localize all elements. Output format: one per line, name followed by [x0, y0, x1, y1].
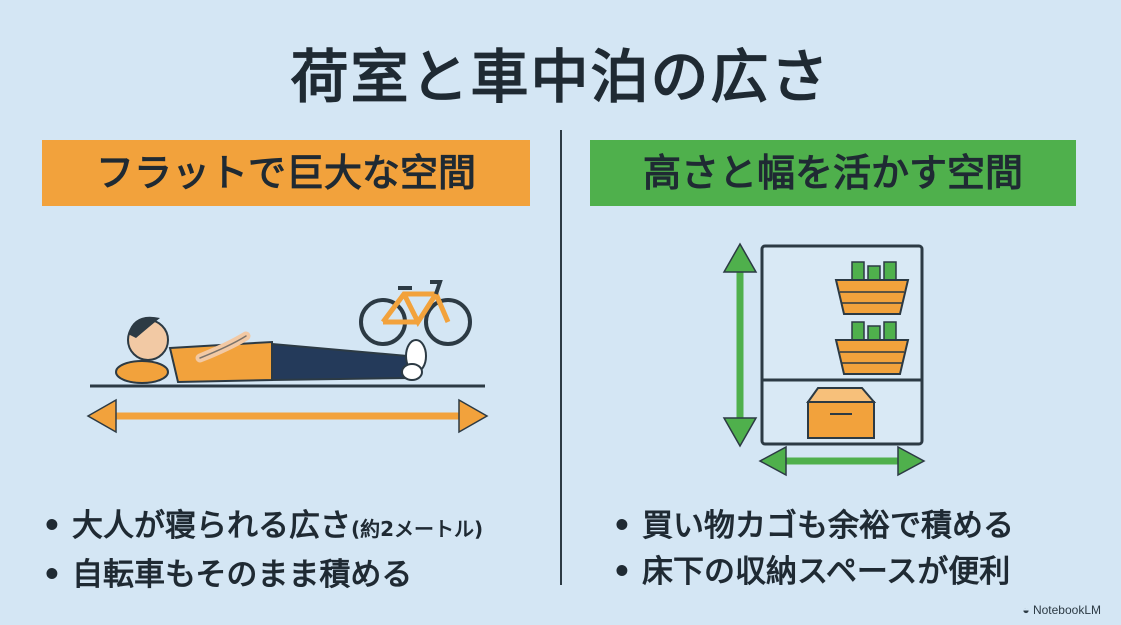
horizontal-arrow-icon — [86, 398, 489, 434]
bullet-dot: • — [612, 508, 632, 544]
bullet-note: (約2メートル) — [351, 517, 484, 541]
storage-box-icon — [806, 387, 877, 439]
page-title: 荷室と車中泊の広さ — [290, 43, 831, 111]
list-item: • 大人が寝られる広さ(約2メートル) — [42, 503, 483, 552]
brand-icon: ◒ — [1022, 603, 1033, 617]
bullet-text: 自転車もそのまま積める — [72, 557, 413, 593]
sleeping-person-icon — [115, 316, 427, 384]
bullet-dot: • — [42, 508, 62, 544]
left-bullet-list: • 大人が寝られる広さ(約2メートル) • 自転車もそのまま積める — [42, 503, 483, 598]
bicycle-icon — [359, 280, 472, 346]
bullet-text: 大人が寝られる広さ — [72, 508, 351, 544]
left-heading: フラットで巨大な空間 — [42, 140, 530, 206]
right-heading: 高さと幅を活かす空間 — [590, 140, 1076, 206]
right-bullet-list: • 買い物カゴも余裕で積める • 床下の収納スペースが便利 — [612, 503, 1014, 595]
list-item: • 自転車もそのまま積める — [42, 552, 483, 598]
list-item: • 床下の収納スペースが便利 — [612, 549, 1014, 595]
bullet-dot: • — [42, 557, 62, 593]
shopping-basket-icon — [834, 321, 910, 375]
bullet-dot: • — [612, 554, 632, 590]
list-item: • 買い物カゴも余裕で積める — [612, 503, 1014, 549]
brand-logo: ◒ NotebookLM — [1022, 603, 1101, 617]
center-divider — [560, 130, 562, 585]
brand-label: NotebookLM — [1032, 603, 1101, 617]
shopping-basket-icon — [834, 261, 910, 315]
bullet-text: 買い物カゴも余裕で積める — [642, 508, 1014, 544]
bullet-text: 床下の収納スペースが便利 — [642, 554, 1011, 590]
vertical-arrow-icon — [722, 242, 758, 448]
horizontal-arrow-icon — [758, 445, 926, 477]
